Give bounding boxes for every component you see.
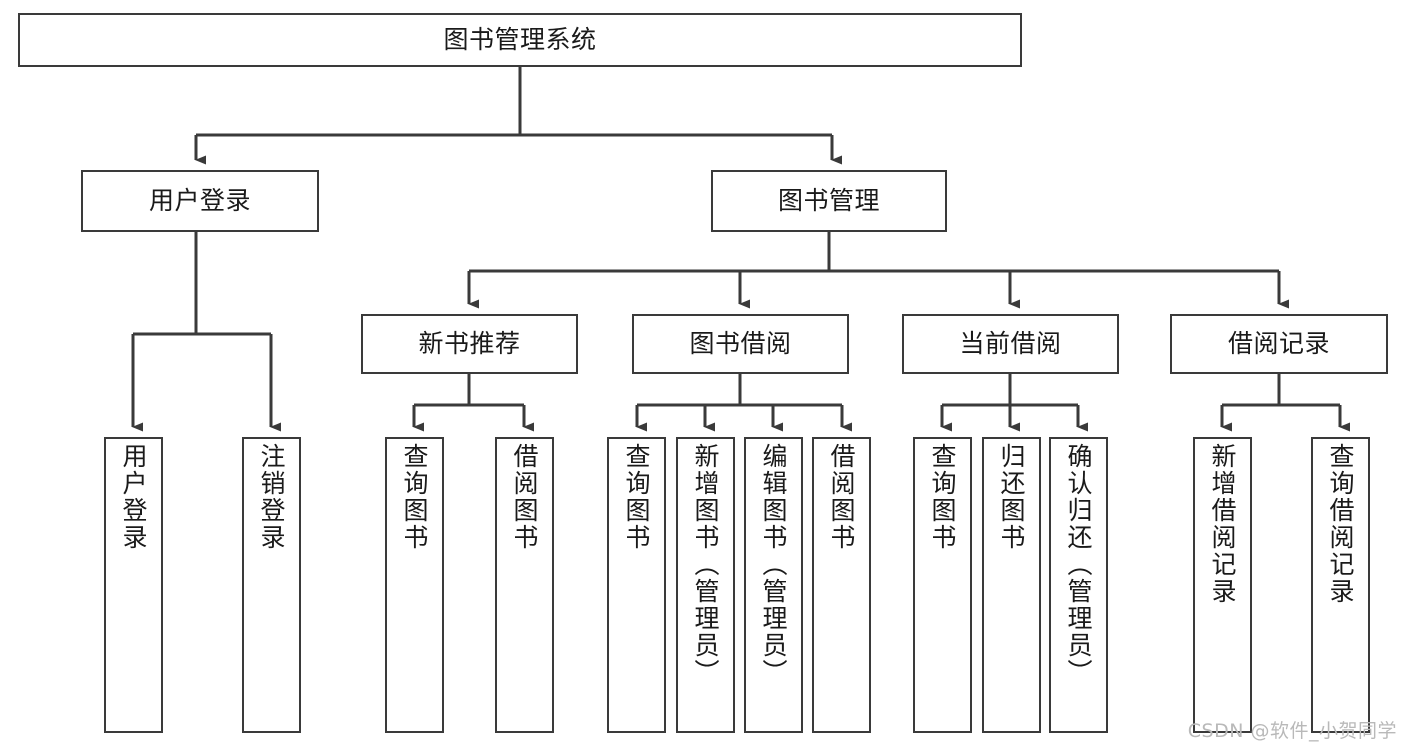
- node-leaf-edit-book-label: 编辑图书（管理员）: [759, 443, 788, 686]
- node-book-management[interactable]: 图书管理: [711, 170, 947, 232]
- node-current-borrow[interactable]: 当前借阅: [902, 314, 1119, 374]
- node-leaf-query-book-1[interactable]: 查询图书: [385, 437, 444, 733]
- node-leaf-confirm-return-label: 确认归还（管理员）: [1064, 443, 1093, 686]
- node-leaf-user-logout[interactable]: 注销登录: [242, 437, 301, 733]
- node-leaf-borrow-book-1[interactable]: 借阅图书: [495, 437, 554, 733]
- node-leaf-query-book-3-label: 查询图书: [928, 443, 957, 551]
- node-leaf-add-record[interactable]: 新增借阅记录: [1193, 437, 1252, 733]
- node-leaf-query-record[interactable]: 查询借阅记录: [1311, 437, 1370, 733]
- node-leaf-add-book-label: 新增图书（管理员）: [691, 443, 720, 686]
- node-leaf-borrow-book-1-label: 借阅图书: [510, 443, 539, 551]
- node-current-borrow-label: 当前借阅: [959, 328, 1062, 358]
- node-leaf-query-book-2-label: 查询图书: [622, 443, 651, 551]
- node-new-book-recommend-label: 新书推荐: [418, 328, 521, 358]
- node-leaf-confirm-return[interactable]: 确认归还（管理员）: [1049, 437, 1108, 733]
- node-user-login-label: 用户登录: [148, 185, 251, 215]
- node-new-book-recommend[interactable]: 新书推荐: [361, 314, 578, 374]
- node-leaf-return-book-label: 归还图书: [997, 443, 1026, 551]
- csdn-watermark: CSDN @软件_小贺同学: [1187, 720, 1397, 742]
- node-leaf-user-logout-label: 注销登录: [257, 443, 286, 551]
- node-book-management-label: 图书管理: [777, 185, 880, 215]
- node-leaf-add-book[interactable]: 新增图书（管理员）: [676, 437, 735, 733]
- node-root-system-label: 图书管理系统: [443, 24, 597, 54]
- node-leaf-borrow-book-2[interactable]: 借阅图书: [812, 437, 871, 733]
- node-leaf-add-record-label: 新增借阅记录: [1208, 443, 1237, 605]
- node-user-login[interactable]: 用户登录: [81, 170, 319, 232]
- node-borrow-record[interactable]: 借阅记录: [1170, 314, 1388, 374]
- node-leaf-query-book-2[interactable]: 查询图书: [607, 437, 666, 733]
- node-leaf-edit-book[interactable]: 编辑图书（管理员）: [744, 437, 803, 733]
- node-leaf-query-book-3[interactable]: 查询图书: [913, 437, 972, 733]
- node-book-borrow-label: 图书借阅: [689, 328, 792, 358]
- node-leaf-borrow-book-2-label: 借阅图书: [827, 443, 856, 551]
- node-root-system[interactable]: 图书管理系统: [18, 13, 1022, 67]
- node-leaf-query-record-label: 查询借阅记录: [1326, 443, 1355, 605]
- node-leaf-return-book[interactable]: 归还图书: [982, 437, 1041, 733]
- node-leaf-user-login[interactable]: 用户登录: [104, 437, 163, 733]
- node-book-borrow[interactable]: 图书借阅: [632, 314, 849, 374]
- node-leaf-query-book-1-label: 查询图书: [400, 443, 429, 551]
- node-leaf-user-login-label: 用户登录: [119, 443, 148, 551]
- node-borrow-record-label: 借阅记录: [1227, 328, 1330, 358]
